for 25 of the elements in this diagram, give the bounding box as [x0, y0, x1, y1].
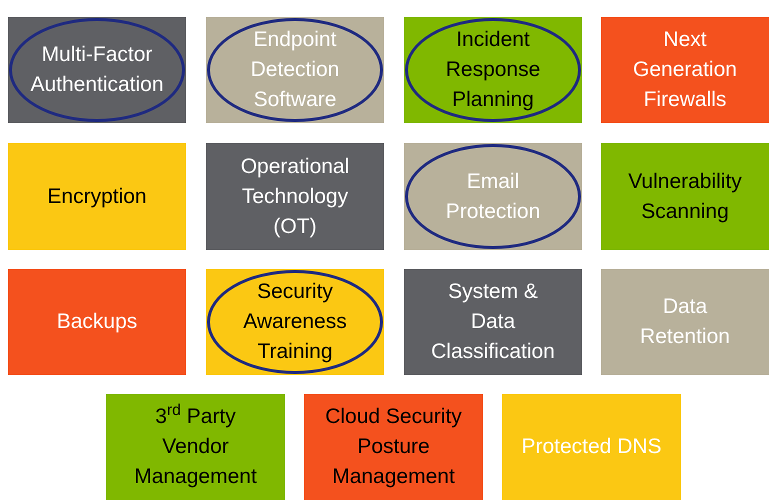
tile-label: Backups: [56, 309, 138, 335]
category-tile: [304, 394, 483, 500]
tile-label: Incident Response Planning: [444, 27, 542, 113]
tile-label: Cloud Security Posture Management: [324, 404, 463, 490]
tile-label: Vulnerability Scanning: [627, 168, 743, 224]
tile-label: Endpoint Detection Software: [250, 27, 340, 113]
tile-label: Multi-Factor Authentication: [29, 42, 165, 98]
tile-label: 3$^{rd}$ Party Vendor Management: [133, 402, 258, 490]
category-tile: [404, 269, 582, 375]
tile-label: Email Protection: [444, 168, 542, 224]
category-tile: [8, 143, 186, 250]
category-tile: [8, 269, 186, 375]
tile-label: Operational Technology (OT): [240, 154, 350, 240]
category-tile: [106, 394, 285, 500]
tile-label: Protected DNS: [521, 434, 662, 460]
category-tile: [502, 394, 681, 500]
tile-label: Security Awareness Training: [242, 279, 348, 365]
tile-label: Encryption: [47, 184, 147, 210]
category-tile: [601, 17, 769, 123]
tile-label: System & Data Classification: [430, 279, 556, 365]
tile-label: Data Retention: [639, 294, 731, 350]
category-tile: [601, 269, 769, 375]
category-tile: [601, 143, 769, 250]
category-tile: [206, 143, 384, 250]
tile-label: Next Generation Firewalls: [632, 27, 738, 113]
